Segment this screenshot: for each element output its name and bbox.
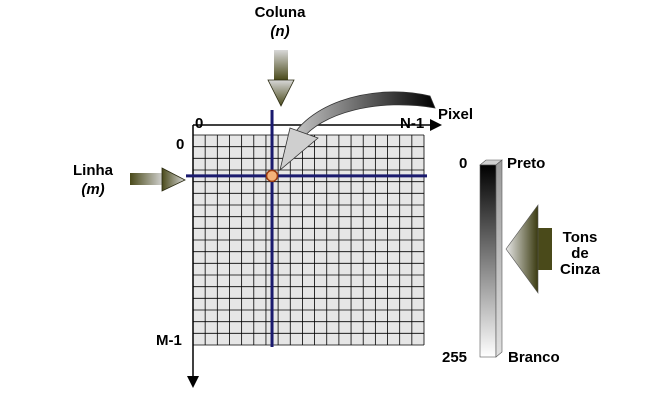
row-variable: (m) (81, 181, 105, 198)
tones-label-line2: de (571, 245, 589, 262)
column-origin-label: 0 (195, 115, 204, 132)
column-variable: (n) (270, 23, 290, 40)
scale-max-label: 255 (442, 349, 468, 366)
row-title: Linha (73, 162, 113, 179)
gray-tones-arrow (505, 204, 552, 294)
black-label: Preto (507, 155, 546, 172)
tones-label-line3: Cinza (559, 261, 600, 278)
column-arrow (267, 50, 295, 107)
row-arrow (130, 167, 186, 192)
column-title: Coluna (254, 4, 306, 21)
white-label: Branco (508, 349, 560, 366)
scale-min-label: 0 (459, 155, 468, 172)
selected-pixel (265, 169, 279, 183)
row-origin-label: 0 (176, 136, 185, 153)
tones-label-line1: Tons (562, 229, 598, 246)
column-last-label: N-1 (400, 115, 425, 132)
gray-scale-bar (479, 159, 503, 358)
row-last-label: M-1 (156, 332, 182, 349)
pixel-label: Pixel (438, 106, 474, 123)
grid-lines (192, 134, 425, 346)
pixel-pointer-arrow (279, 91, 436, 172)
